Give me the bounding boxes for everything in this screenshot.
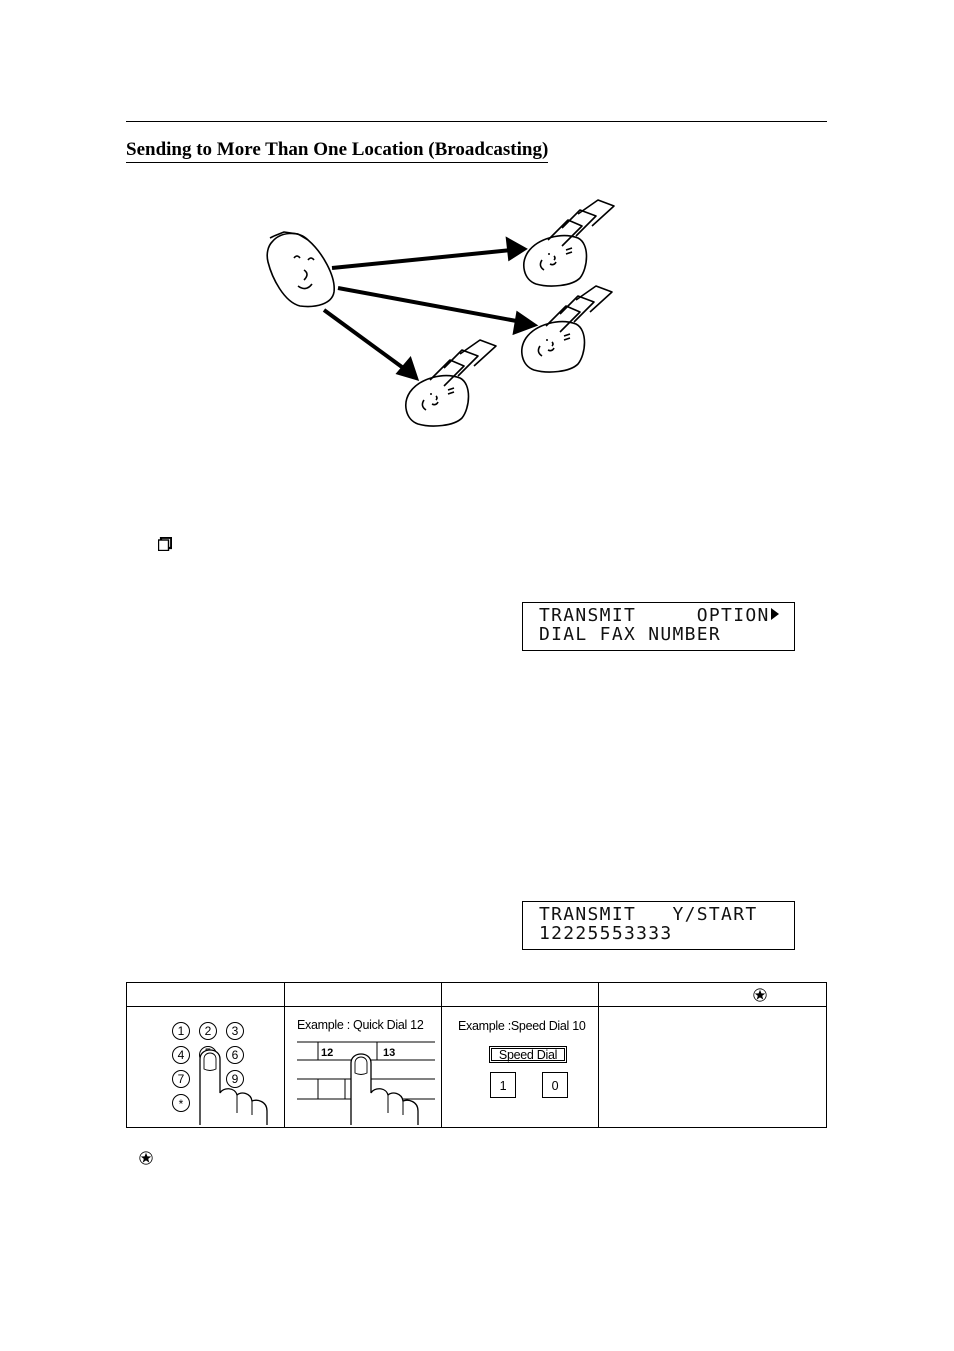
star-icon <box>139 1151 153 1165</box>
checkbox-icon <box>158 537 172 551</box>
key-1: 1 <box>178 1024 185 1038</box>
quick-dial-example-label: Example : Quick Dial 12 <box>297 1018 424 1032</box>
dial-methods-table: 1 2 3 4 5 6 7 9 * Example : Quick Dial 1… <box>126 982 827 1128</box>
key-9: 9 <box>232 1072 239 1086</box>
keypad-cell: 1 2 3 4 5 6 7 9 * <box>127 1007 284 1127</box>
broadcast-arrows <box>322 236 539 381</box>
keypad-icon: 1 2 3 4 5 6 7 9 * <box>172 1022 268 1125</box>
column-divider <box>598 983 599 1127</box>
key-2: 2 <box>205 1024 212 1038</box>
lcd-line-1: TRANSMIT OPTION <box>539 605 770 626</box>
speed-dial-cell: Example :Speed Dial 10 Speed Dial 1 0 <box>442 1007 598 1127</box>
lcd-line-1: TRANSMIT Y/START <box>539 904 758 925</box>
lcd-display-transmit-option: TRANSMIT OPTION DIAL FAX NUMBER <box>522 602 795 651</box>
receiver-fax-icon-1 <box>523 199 615 287</box>
top-rule <box>126 121 827 122</box>
speed-dial-key: Speed Dial <box>489 1046 567 1063</box>
key-4: 4 <box>178 1048 185 1062</box>
table-header-divider <box>127 1006 826 1007</box>
digit-key-0: 0 <box>542 1072 568 1098</box>
star-icon <box>753 988 767 1002</box>
sender-fax-icon <box>266 231 335 308</box>
right-triangle-icon <box>770 608 779 620</box>
receiver-fax-icon-2 <box>521 285 613 373</box>
digit-key-1: 1 <box>490 1072 516 1098</box>
page-title: Sending to More Than One Location (Broad… <box>126 139 549 163</box>
quick-key-12: 12 <box>321 1047 333 1059</box>
quick-key-13: 13 <box>383 1047 395 1059</box>
key-3: 3 <box>232 1024 239 1038</box>
lcd-line-2: 12225553333 <box>539 923 673 944</box>
key-6: 6 <box>232 1048 239 1062</box>
receiver-fax-icon-3 <box>405 339 497 427</box>
key-7: 7 <box>178 1072 185 1086</box>
quick-dial-cell: Example : Quick Dial 12 12 13 <box>285 1007 441 1127</box>
quick-dial-keys-icon: 12 13 <box>297 1041 435 1125</box>
speed-dial-example-label: Example :Speed Dial 10 <box>458 1019 586 1033</box>
column-divider <box>441 983 442 1127</box>
lcd-line-2: DIAL FAX NUMBER <box>539 624 722 645</box>
broadcast-illustration <box>266 199 615 427</box>
key-star: * <box>179 1097 184 1111</box>
column-divider <box>284 983 285 1127</box>
table-bottom-rule <box>126 1127 827 1128</box>
lcd-display-transmit-start: TRANSMIT Y/START 12225553333 <box>522 901 795 950</box>
